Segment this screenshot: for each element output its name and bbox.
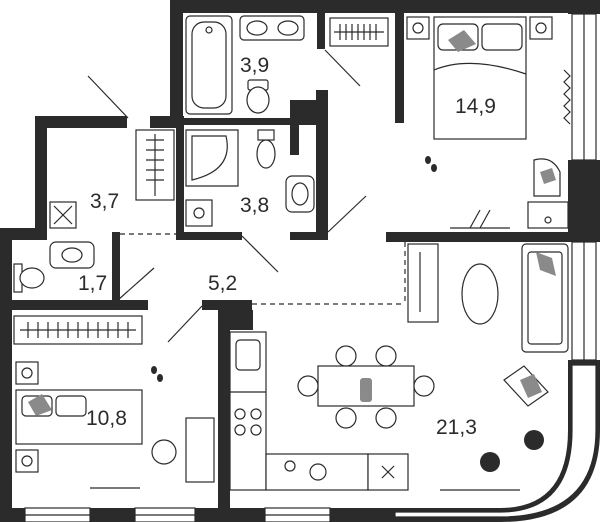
area-label-shower-room: 3,8 xyxy=(240,194,269,217)
area-label-bedroom-second: 10,8 xyxy=(86,407,127,430)
toilet-fixtures xyxy=(13,241,95,293)
area-label-storage: 3,7 xyxy=(90,190,119,213)
area-label-bedroom-master: 14,9 xyxy=(455,95,496,118)
area-label-hall: 5,2 xyxy=(208,272,237,295)
area-labels: 3,9 14,9 3,7 3,8 1,7 5,2 10,8 21,3 xyxy=(78,54,496,439)
dining-set xyxy=(297,345,435,429)
footprints xyxy=(151,156,437,382)
area-label-bathroom: 3,9 xyxy=(240,54,269,77)
storage-fixtures xyxy=(49,129,175,229)
kitchen-furniture xyxy=(229,331,409,491)
doors xyxy=(87,49,406,343)
shower-fixtures xyxy=(185,129,315,227)
master-bedroom-furniture xyxy=(406,16,571,229)
area-label-living-kitchen: 21,3 xyxy=(436,416,477,439)
area-label-toilet: 1,7 xyxy=(78,272,107,295)
wardrobe-top xyxy=(329,17,389,47)
second-bedroom-furniture xyxy=(13,315,215,489)
windows xyxy=(24,13,600,522)
bathroom-fixtures xyxy=(185,15,305,115)
living-furniture xyxy=(407,243,569,491)
